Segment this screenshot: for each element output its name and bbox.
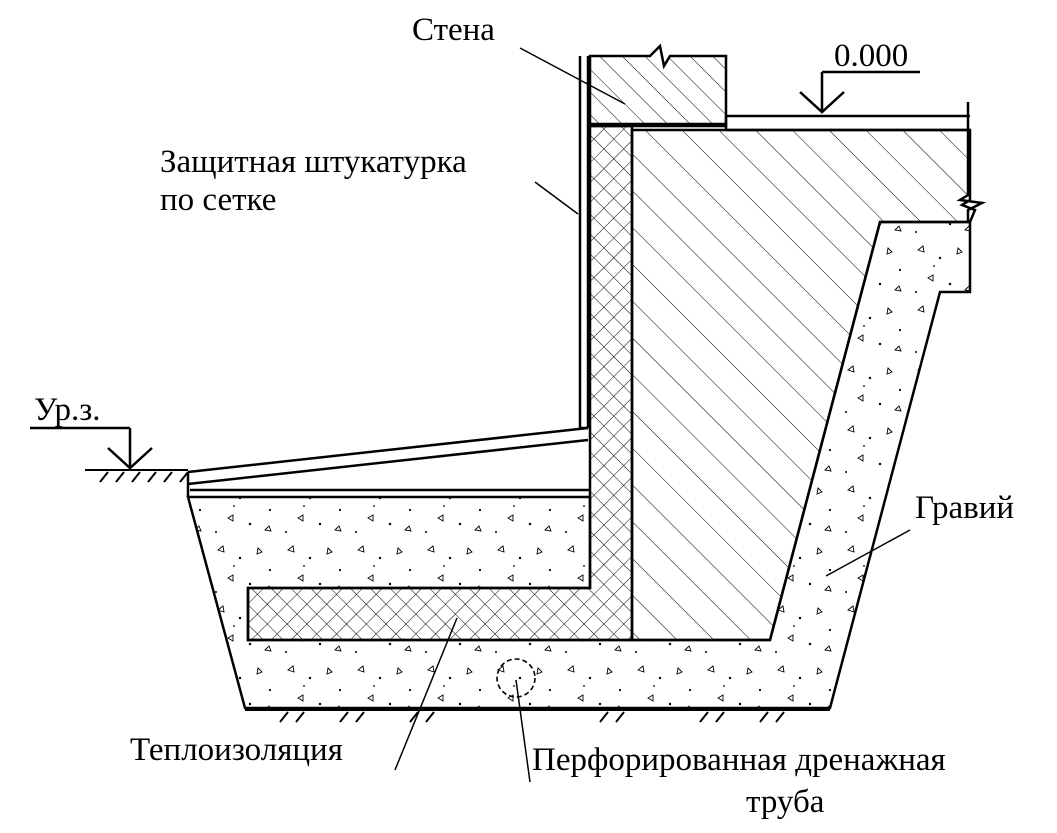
floor-slab	[590, 102, 987, 222]
level-zero-marker	[799, 70, 920, 114]
pipe-leader	[515, 679, 531, 783]
plaster-label-line1: Защитная штукатурка	[160, 144, 467, 180]
protective-plaster	[578, 56, 590, 430]
leader-lines	[394, 47, 911, 783]
wall-label: Стена	[412, 12, 495, 48]
insulation-leader	[394, 617, 458, 771]
concrete-foundation	[630, 128, 977, 642]
level-zero-label: 0.000	[834, 38, 908, 74]
plaster-leader	[534, 181, 579, 215]
insulation-label: Теплоизоляция	[130, 732, 343, 768]
wall-block	[588, 43, 728, 128]
ground-level-marker	[30, 426, 153, 470]
pipe-label-line1: Перфорированная дренажная	[532, 742, 946, 778]
gravel-leader	[825, 529, 911, 577]
plaster-label-line2: по сетке	[160, 182, 276, 218]
ground-level-label: Ур.з.	[34, 392, 101, 428]
blind-area	[186, 426, 590, 497]
ground-surface	[85, 469, 830, 723]
pipe-label-line2: труба	[746, 784, 825, 820]
gravel-label: Гравий	[915, 490, 1014, 526]
wall-leader	[519, 47, 626, 105]
drain-pipe	[496, 658, 536, 698]
